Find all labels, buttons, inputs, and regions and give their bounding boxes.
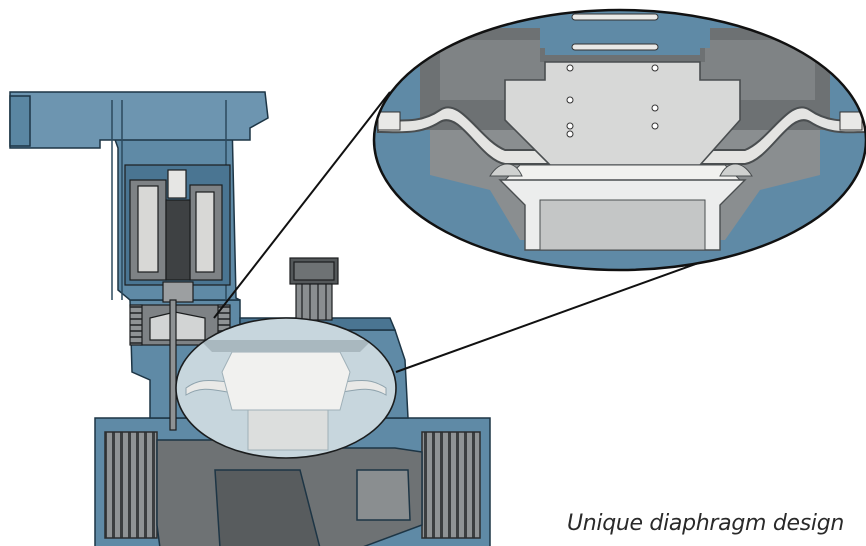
caption-text: Unique diaphragm design [566, 511, 844, 536]
flow-control-knob [289, 257, 339, 321]
diaphragm-zoom-inset [374, 10, 866, 270]
diaphragm-highlight [176, 318, 396, 458]
